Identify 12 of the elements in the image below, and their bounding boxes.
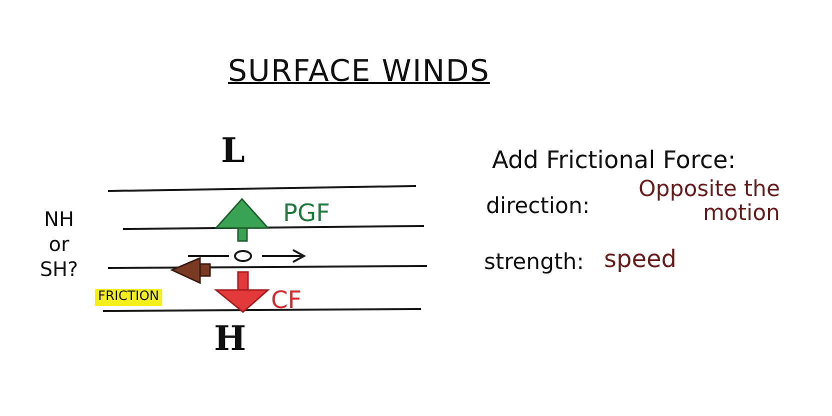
property-label: direction: [486, 194, 590, 220]
force-label: FRICTION [95, 289, 162, 306]
property-label: strength: [484, 250, 584, 276]
title: SURFACE WINDS [228, 55, 490, 90]
heading: Add Frictional Force: [492, 147, 736, 175]
force-label: CF [271, 287, 302, 315]
pressure-label: H [214, 320, 246, 360]
question-label: NH or SH? [38, 207, 80, 282]
property-value: Opposite the motion [637, 178, 780, 226]
property-value: speed [604, 246, 677, 274]
pressure-label: L [221, 132, 245, 172]
force-label: PGF [283, 200, 330, 228]
